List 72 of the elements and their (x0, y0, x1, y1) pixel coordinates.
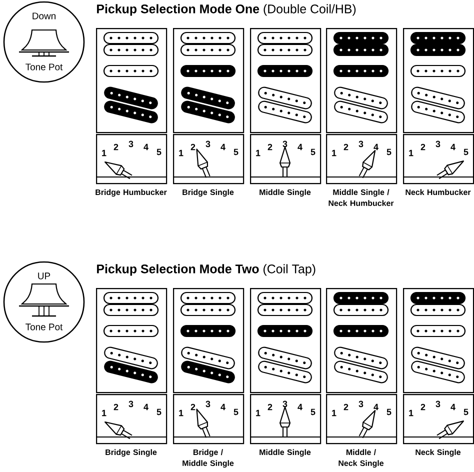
position-number: 1 (409, 150, 414, 156)
position-number: 2 (344, 404, 348, 410)
position-number: 3 (282, 400, 288, 408)
pickup-panel (96, 288, 168, 394)
position-number: 2 (420, 144, 426, 150)
position-number: 4 (450, 144, 456, 150)
position-number: 1 (102, 150, 106, 156)
position-number: 3 (128, 140, 134, 148)
pickup-panel (326, 28, 398, 134)
position-number: 2 (420, 404, 426, 410)
pickup-panel (173, 28, 244, 134)
position-number: 4 (298, 404, 302, 410)
position-number: 1 (179, 150, 184, 156)
pickup-panel (173, 288, 244, 394)
position-number: 1 (102, 410, 106, 416)
position-number: 5 (464, 408, 468, 416)
position-number: 3 (128, 400, 134, 408)
position-number: 3 (206, 140, 210, 148)
position-number: 2 (114, 144, 118, 150)
position-number: 2 (268, 404, 272, 410)
position-number: 3 (206, 400, 210, 408)
position-number: 4 (220, 404, 226, 410)
position-number: 1 (179, 410, 184, 416)
position-number: 2 (190, 404, 196, 410)
position-number: 4 (144, 404, 148, 410)
position-number: 5 (386, 148, 392, 156)
position-number: 3 (358, 400, 364, 408)
position-number: 4 (374, 404, 378, 410)
switch-panel (250, 394, 322, 444)
pickup-panel (250, 28, 322, 134)
position-number: 5 (156, 408, 162, 416)
switch-panel (326, 134, 398, 184)
position-number: 4 (298, 144, 302, 150)
position-number: 4 (374, 144, 378, 150)
position-number: 1 (256, 150, 260, 156)
pickup-panel (96, 28, 168, 134)
position-number: 5 (156, 148, 162, 156)
position-number: 3 (436, 140, 440, 148)
pickup-panel (326, 288, 398, 394)
heading: Pickup Selection Mode Two (Coil Tap) (97, 264, 316, 276)
position-number: 5 (310, 408, 316, 416)
switch-panel (250, 134, 322, 184)
switch-panel (403, 134, 474, 184)
heading: Pickup Selection Mode One (Double Coil/HB) (97, 4, 356, 16)
pickup-panel (403, 28, 474, 134)
position-number: 1 (332, 410, 336, 416)
position-number: 5 (386, 408, 392, 416)
position-number: 3 (358, 140, 364, 148)
position-number: 1 (332, 150, 336, 156)
switch-panel (96, 134, 168, 184)
position-number: 4 (220, 144, 226, 150)
switch-panel (326, 394, 398, 444)
pickup-panel (250, 288, 322, 394)
switch-panel (403, 394, 474, 444)
switch-panel (173, 134, 244, 184)
position-number: 2 (268, 144, 272, 150)
position-number: 2 (114, 404, 118, 410)
position-number: 2 (344, 144, 348, 150)
pickup-panel (403, 288, 474, 394)
position-number: 1 (409, 410, 414, 416)
position-number: 3 (436, 400, 440, 408)
position-number: 5 (464, 148, 468, 156)
position-number: 2 (190, 144, 196, 150)
position-number: 3 (282, 140, 288, 148)
position-number: 5 (234, 148, 238, 156)
position-number: 4 (450, 404, 456, 410)
switch-panel (96, 394, 168, 444)
switch-panel (173, 394, 244, 444)
position-number: 5 (310, 148, 316, 156)
position-number: 1 (256, 410, 260, 416)
position-number: 4 (144, 144, 148, 150)
position-number: 5 (234, 408, 238, 416)
